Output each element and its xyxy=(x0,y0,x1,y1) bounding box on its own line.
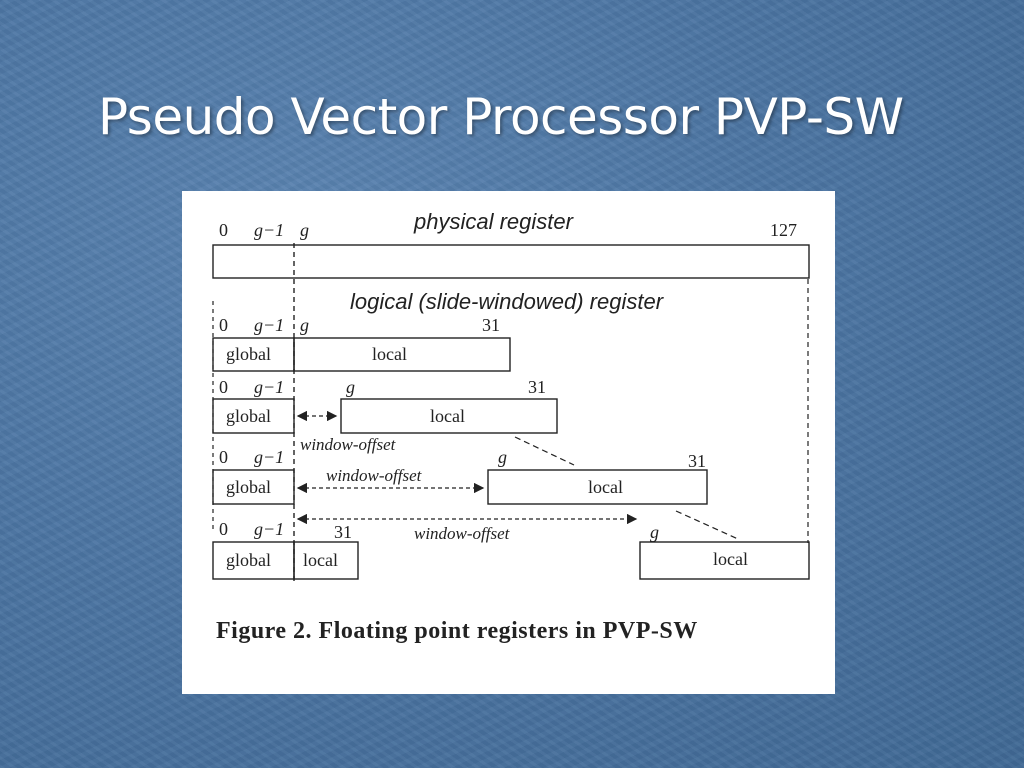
row4-local-left-box xyxy=(293,541,359,580)
row2-offset-label: window-offset xyxy=(300,435,397,454)
row3-tick-0: 0 xyxy=(219,447,228,467)
physical-tick-g-minus-1: g−1 xyxy=(254,220,284,240)
physical-register-box xyxy=(212,244,810,279)
row4-tick-31: 31 xyxy=(334,522,352,542)
register-figure: 0 g−1 g physical register 127 logical (s… xyxy=(182,191,835,694)
register-diagram: 0 g−1 g physical register 127 logical (s… xyxy=(212,209,810,581)
row1-tick-31: 31 xyxy=(482,315,500,335)
logical-register-label: logical (slide-windowed) register xyxy=(350,289,665,314)
row2-tick-g: g xyxy=(346,377,355,397)
row4-offset-label: window-offset xyxy=(414,524,511,543)
row2-slide-line xyxy=(514,436,575,466)
row4-local-label: local xyxy=(713,549,748,569)
row1-global-label: global xyxy=(226,344,271,364)
slide-title: Pseudo Vector Processor PVP-SW xyxy=(98,88,904,146)
physical-tick-g: g xyxy=(300,220,309,240)
row3-slide-line xyxy=(675,510,739,540)
row3-global-box xyxy=(212,469,295,505)
row3-tick-g-minus-1: g−1 xyxy=(254,447,284,467)
row2-tick-31: 31 xyxy=(528,377,546,397)
row2-tick-g-minus-1: g−1 xyxy=(254,377,284,397)
row1-local-label: local xyxy=(372,344,407,364)
row3-offset-label: window-offset xyxy=(326,466,423,485)
row1-tick-g: g xyxy=(300,315,309,335)
row2-global-label: global xyxy=(226,406,271,426)
row3-tick-31: 31 xyxy=(688,451,706,471)
row3-global-label: global xyxy=(226,477,271,497)
row4-tick-g: g xyxy=(650,522,659,542)
physical-register-label: physical register xyxy=(413,209,575,234)
row2-tick-0: 0 xyxy=(219,377,228,397)
row4-tick-0: 0 xyxy=(219,519,228,539)
row4-local-left-label: local xyxy=(303,550,338,570)
row4-tick-g-minus-1: g−1 xyxy=(254,519,284,539)
row1-local-box xyxy=(293,337,511,372)
row4-local-box xyxy=(639,541,810,580)
row4-global-label: global xyxy=(226,550,271,570)
row1-tick-g-minus-1: g−1 xyxy=(254,315,284,335)
row2-global-box xyxy=(212,398,295,434)
row1-tick-0: 0 xyxy=(219,315,228,335)
row3-local-label: local xyxy=(588,477,623,497)
figure-caption: Figure 2. Floating point registers in PV… xyxy=(216,618,698,644)
row2-local-label: local xyxy=(430,406,465,426)
row2-local-box xyxy=(340,398,558,434)
physical-tick-127: 127 xyxy=(770,220,797,240)
row3-tick-g: g xyxy=(498,447,507,467)
row3-local-box xyxy=(487,469,708,505)
physical-tick-0: 0 xyxy=(219,220,228,240)
